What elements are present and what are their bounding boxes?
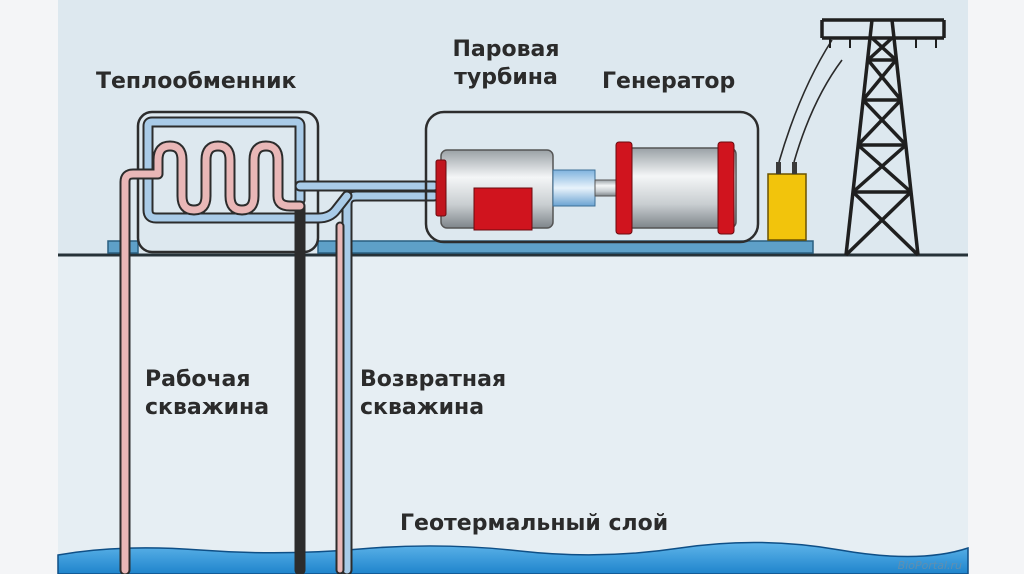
- steam-turbine-label: Паровая турбина: [436, 36, 576, 92]
- generator: [615, 141, 737, 235]
- shaft-coupling: [594, 179, 618, 197]
- geothermal-layer-label: Геотермальный слой: [400, 511, 669, 536]
- turbine-housing: [424, 110, 760, 244]
- hot-coil: [119, 140, 345, 574]
- transformer: [767, 162, 807, 241]
- return-well-label-line1: Возвратная: [360, 367, 507, 392]
- geothermal-layer: [57, 541, 969, 574]
- return-well-label-line2: скважина: [360, 395, 485, 420]
- underground-area: [58, 255, 968, 574]
- watermark: BioPortal.ru: [897, 559, 962, 572]
- production-well-label-line2: скважина: [145, 395, 270, 420]
- power-wires: [778, 39, 843, 163]
- production-well-label-line1: Рабочая: [145, 367, 251, 392]
- steam-turbine-label-line2: турбина: [454, 65, 558, 90]
- steam-turbine: [435, 149, 554, 231]
- power-pylon: [820, 18, 946, 257]
- return-well-label: Возвратная скважина: [360, 366, 506, 422]
- production-well-label: Рабочая скважина: [145, 366, 269, 422]
- cold-loop: [142, 116, 440, 574]
- steam-turbine-label-line1: Паровая: [452, 37, 560, 62]
- heat-exchanger-label: Теплообменник: [96, 69, 297, 94]
- turbine-shaft: [552, 169, 596, 207]
- generator-label: Генератор: [602, 69, 736, 94]
